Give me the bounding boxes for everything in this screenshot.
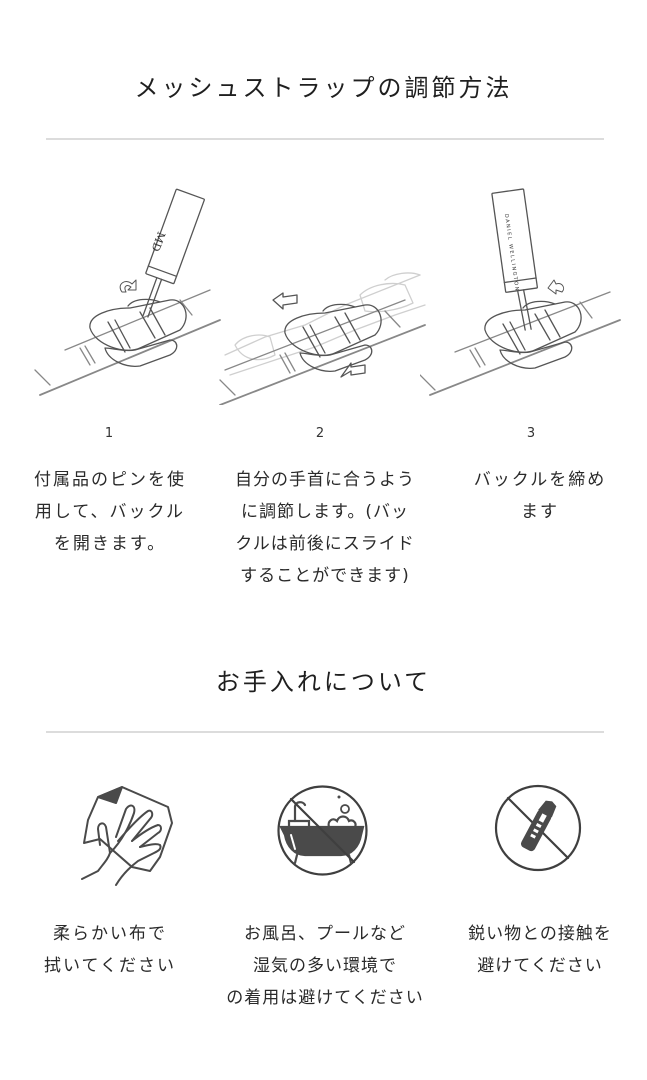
caption-line: 湿気の多い環境で — [253, 956, 397, 976]
caption-line: 付属品のピンを使 — [34, 470, 186, 490]
step-1-illustration: MD — [30, 180, 230, 400]
caption-line: クルは前後にスライド — [235, 534, 415, 554]
step-1-caption: 付属品のピンを使 用して、バックル を開きます。 — [15, 464, 205, 560]
care-1-caption: 柔らかい布で 拭いてください — [15, 918, 205, 982]
caption-line: ます — [521, 502, 559, 522]
caption-line: 柔らかい布で — [53, 924, 167, 944]
cloth-wipe-hand-icon — [60, 775, 180, 895]
caption-line: 拭いてください — [44, 956, 176, 976]
caption-line: 避けてください — [477, 956, 603, 976]
caption-line: に調節します。(バッ — [241, 502, 409, 522]
adjust-section-title: メッシュストラップの調節方法 — [134, 74, 513, 102]
care-2-caption: お風呂、プールなど 湿気の多い環境で の着用は避けてください — [205, 918, 445, 1014]
care-3-caption: 鋭い物との接触を 避けてください — [445, 918, 635, 982]
step-1-number: 1 — [104, 426, 114, 441]
caption-line: 自分の手首に合うよう — [235, 470, 415, 490]
caption-line: バックルを締め — [473, 470, 607, 490]
caption-line: 用して、バックル — [34, 502, 186, 522]
caption-line: の着用は避けてください — [226, 988, 424, 1008]
step-3-number: 3 — [526, 426, 536, 441]
no-bath-icon — [275, 783, 370, 878]
no-sharp-objects-icon — [493, 783, 583, 873]
caption-line: を開きます。 — [53, 534, 167, 554]
step-2-caption: 自分の手首に合うよう に調節します。(バッ クルは前後にスライド することができ… — [225, 464, 425, 592]
care-section-divider — [46, 731, 604, 733]
step-2-illustration — [215, 245, 430, 405]
caption-line: することができます) — [240, 566, 410, 586]
caption-line: お風呂、プールなど — [244, 924, 406, 944]
step-3-caption: バックルを締め ます — [445, 464, 635, 528]
caption-line: 鋭い物との接触を — [468, 924, 612, 944]
care-section-title: お手入れについて — [215, 668, 432, 696]
step-3-illustration: DANIEL WELLINGTON — [420, 180, 630, 400]
adjust-section-divider — [46, 138, 604, 140]
step-2-number: 2 — [315, 426, 325, 441]
